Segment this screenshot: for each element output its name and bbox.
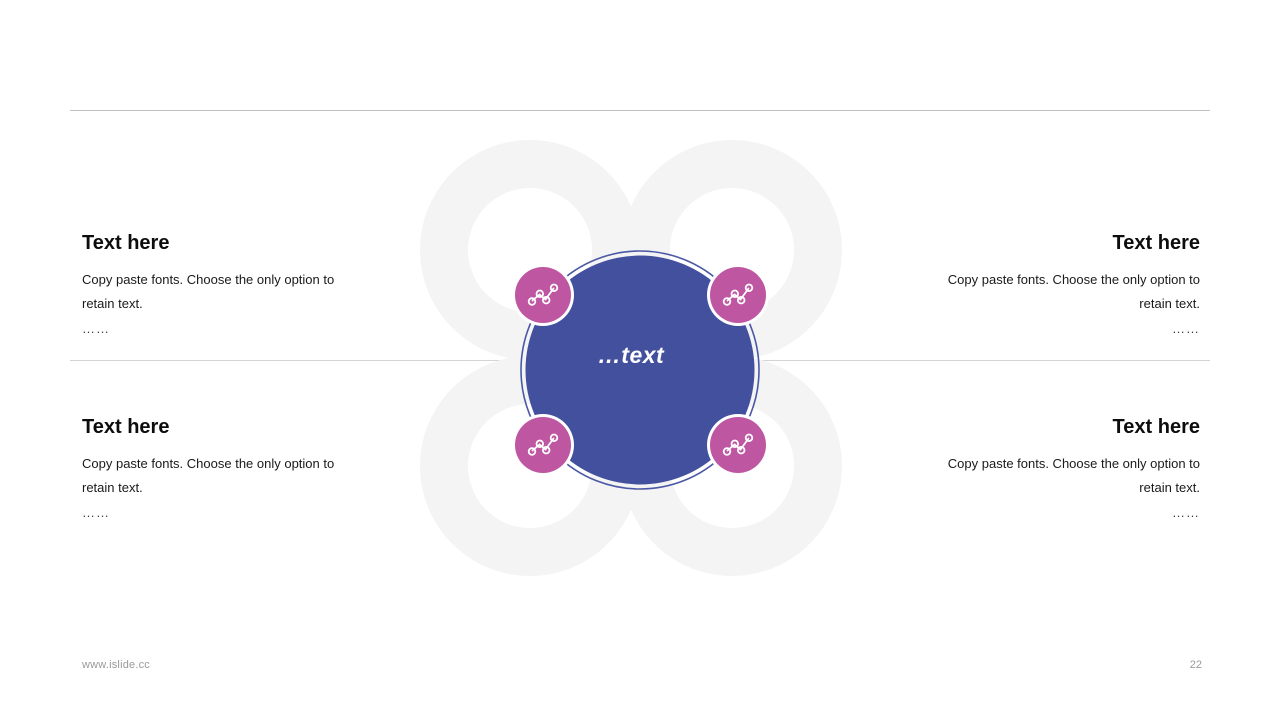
line-chart-nodes-icon xyxy=(722,283,754,306)
footer-url[interactable]: www.islide.cc xyxy=(82,659,151,671)
block-body: Copy paste fonts. Choose the only option… xyxy=(82,456,335,495)
block-title: Text here xyxy=(82,232,170,254)
node-badge-top-left xyxy=(512,264,574,326)
block-title: Text here xyxy=(1112,232,1200,254)
line-chart-nodes-icon xyxy=(722,433,754,456)
text-block-bottom-left: Text here Copy paste fonts. Choose the o… xyxy=(82,416,367,524)
block-title: Text here xyxy=(82,416,170,438)
core-circle xyxy=(525,255,755,485)
text-block-bottom-right: Text here Copy paste fonts. Choose the o… xyxy=(915,416,1200,524)
node-badge-top-right xyxy=(707,264,769,326)
node-badge-bottom-left xyxy=(512,414,574,476)
block-ellipsis: …… xyxy=(82,321,110,337)
gray-ring-top-left xyxy=(420,140,640,360)
line-chart-nodes-icon xyxy=(527,283,559,306)
node-badge-bottom-right xyxy=(707,414,769,476)
block-title: Text here xyxy=(1112,416,1200,438)
divider-top xyxy=(70,110,1210,111)
block-ellipsis: …… xyxy=(1172,505,1200,521)
node-badges xyxy=(512,264,769,476)
center-diagram: …text xyxy=(396,134,866,584)
core-outline-ring xyxy=(520,250,760,490)
text-block-top-right: Text here Copy paste fonts. Choose the o… xyxy=(915,232,1200,340)
line-chart-nodes-icon xyxy=(527,433,559,456)
footer-page-number: 22 xyxy=(1189,659,1202,671)
block-body: Copy paste fonts. Choose the only option… xyxy=(947,456,1200,495)
block-ellipsis: …… xyxy=(82,505,110,521)
block-body: Copy paste fonts. Choose the only option… xyxy=(947,272,1200,311)
block-body: Copy paste fonts. Choose the only option… xyxy=(82,272,335,311)
text-block-top-left: Text here Copy paste fonts. Choose the o… xyxy=(82,232,367,340)
block-ellipsis: …… xyxy=(1172,321,1200,337)
